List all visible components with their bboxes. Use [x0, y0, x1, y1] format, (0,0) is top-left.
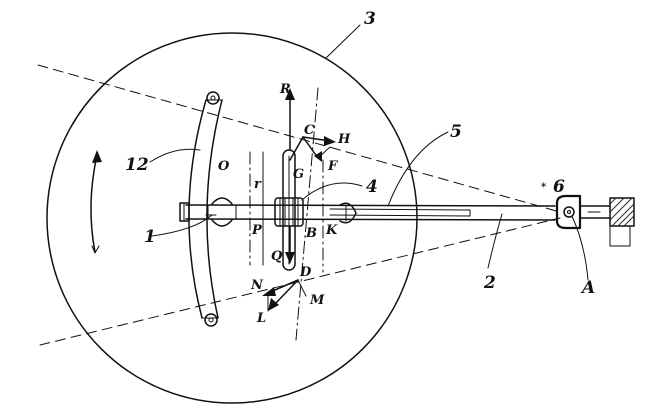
leader-a — [571, 215, 589, 281]
label-part-2: 2 — [483, 273, 496, 293]
leader-1 — [151, 214, 213, 237]
label-point-r: R — [279, 82, 291, 97]
label-point-d: D — [299, 265, 312, 280]
projection-line-lower — [39, 217, 561, 346]
label-point-o: O — [218, 159, 230, 174]
label-point-l: L — [256, 311, 266, 326]
label-point-b: B — [305, 226, 317, 241]
force-triangle-c — [289, 136, 336, 162]
left-bolt — [179, 202, 190, 222]
label-point-f: F — [327, 159, 338, 174]
label-point-m: M — [309, 293, 325, 308]
inclined-axis — [295, 87, 319, 341]
label-point-q: Q — [271, 249, 283, 264]
label-part-4: 4 — [366, 177, 378, 197]
label-point-h: H — [337, 132, 351, 147]
fixed-support — [609, 197, 635, 247]
label-point-a: A — [580, 278, 595, 298]
label-point-n: N — [250, 278, 264, 293]
force-r — [285, 88, 295, 151]
leader-3 — [325, 24, 361, 59]
label-point-r-small: r — [254, 177, 262, 192]
rotation-arrow — [90, 150, 102, 254]
slotted-arm-4 — [282, 149, 296, 271]
force-q — [285, 225, 295, 264]
label-part-12: 12 — [125, 155, 149, 175]
bearing-o — [207, 197, 237, 227]
label-part-3: 3 — [364, 9, 376, 29]
label-point-g: G — [293, 167, 304, 182]
arc-guide-12 — [188, 91, 223, 327]
force-triangle-d — [262, 279, 307, 312]
disc-3 — [46, 32, 418, 404]
leader-2 — [487, 213, 503, 269]
projection-line-upper — [37, 64, 561, 213]
label-point-k: K — [325, 223, 338, 238]
leader-5 — [387, 131, 449, 207]
label-part-5: 5 — [450, 122, 462, 142]
label-point-c: C — [304, 123, 315, 138]
rod-2 — [185, 204, 556, 221]
pivot-6 — [555, 194, 611, 230]
hub-assembly — [274, 197, 357, 227]
label-part-1: 1 — [144, 227, 156, 247]
label-point-p: P — [251, 223, 263, 238]
label-part-6: 6 — [553, 177, 565, 197]
star-mark: * — [541, 182, 547, 193]
leader-12 — [149, 148, 201, 163]
leader-4 — [301, 182, 363, 201]
